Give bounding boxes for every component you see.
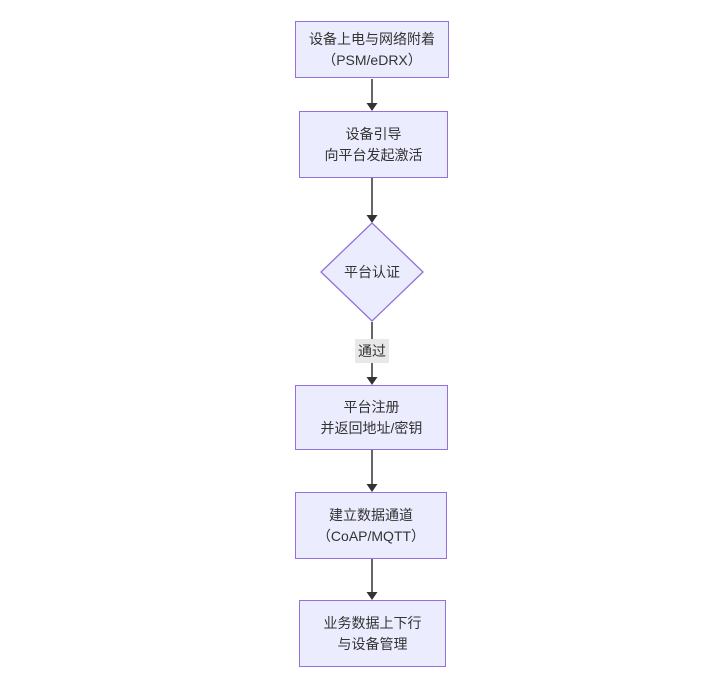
node-label-line: （CoAP/MQTT） bbox=[316, 527, 426, 544]
edge-register-to-channel bbox=[366, 450, 378, 492]
node-label-line: 与设备管理 bbox=[337, 635, 408, 652]
node-label-line: 建立数据通道 bbox=[329, 506, 413, 523]
node-label-line: 设备上电与网络附着 bbox=[309, 30, 435, 47]
flow-node-data-channel: 建立数据通道 （CoAP/MQTT） bbox=[295, 492, 447, 559]
flow-node-power-attach: 设备上电与网络附着 （PSM/eDRX） bbox=[295, 21, 449, 78]
edge-bootstrap-to-auth bbox=[366, 178, 378, 223]
arrowhead-icon bbox=[366, 592, 378, 600]
flow-node-bootstrap-activate: 设备引导 向平台发起激活 bbox=[299, 111, 448, 178]
node-label-line: （PSM/eDRX） bbox=[322, 51, 422, 68]
arrowhead-icon bbox=[366, 103, 378, 111]
edge-channel-to-service bbox=[366, 559, 378, 600]
diamond-polygon bbox=[320, 222, 424, 322]
node-label-line: 平台认证 bbox=[344, 264, 400, 280]
node-label-line: 业务数据上下行 bbox=[323, 614, 422, 631]
flow-node-platform-auth-decision: 平台认证 bbox=[320, 222, 424, 322]
node-label-line: 平台注册 bbox=[343, 398, 400, 415]
node-label-line: 并返回地址/密钥 bbox=[320, 419, 423, 436]
edge-power-to-bootstrap bbox=[366, 79, 378, 111]
decision-diamond-shape bbox=[320, 222, 424, 322]
arrowhead-icon bbox=[366, 484, 378, 492]
arrowhead-icon bbox=[366, 215, 378, 223]
node-label-line: 向平台发起激活 bbox=[324, 146, 423, 163]
arrowhead-icon bbox=[366, 377, 378, 385]
node-label-line: 设备引导 bbox=[345, 125, 402, 142]
edge-label-pass: 通过 bbox=[355, 339, 389, 363]
flow-node-platform-register: 平台注册 并返回地址/密钥 bbox=[295, 385, 448, 450]
flow-node-service-data: 业务数据上下行 与设备管理 bbox=[299, 600, 446, 667]
